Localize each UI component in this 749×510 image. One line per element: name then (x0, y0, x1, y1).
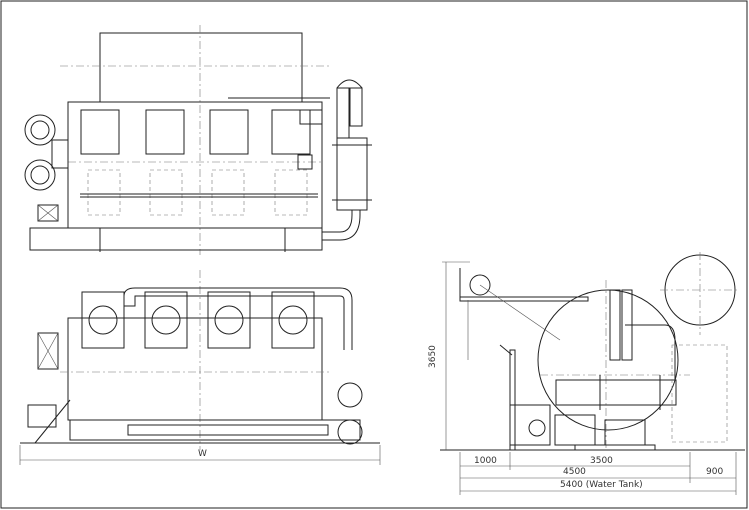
dimension-3500: 3500 (590, 456, 613, 466)
width-dimension-label: W (198, 449, 207, 459)
height-dimension-label: 3650 (428, 345, 438, 368)
side-view (440, 252, 745, 495)
dimension-5400-water-tank: 5400 (Water Tank) (560, 480, 643, 490)
dimension-4500: 4500 (563, 467, 586, 477)
top-view (24, 25, 372, 255)
front-view (19, 270, 381, 465)
dimension-900: 900 (706, 467, 724, 477)
dimension-1000: 1000 (474, 456, 497, 466)
